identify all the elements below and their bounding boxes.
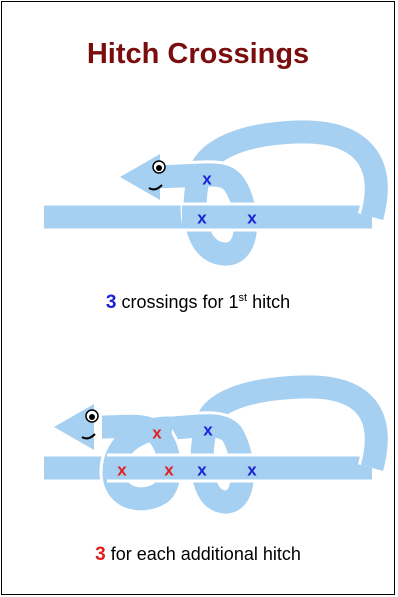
crossing-mark-additional: x: [152, 424, 162, 443]
additional-hitch-rope: [44, 372, 391, 517]
page-title: Hitch Crossings: [86, 38, 310, 70]
first-hitch-rope: [44, 117, 391, 269]
additional-hitch-caption: 3 for each additional hitch: [2, 544, 394, 566]
first-hitch-diagram: x x x: [44, 117, 391, 269]
crossing-mark: x: [197, 461, 207, 480]
additional-hitch-diagram: x x x x x x: [44, 372, 391, 517]
arrow-head-face-icon: [54, 404, 99, 450]
crossing-mark-additional: x: [117, 461, 127, 480]
additional-hitch-count: 3: [95, 544, 106, 565]
crossing-mark: x: [247, 209, 257, 228]
crossing-mark: x: [247, 461, 257, 480]
additional-hitch-caption-text: for each additional hitch: [110, 544, 301, 564]
first-hitch-count: 3: [105, 292, 117, 313]
arrow-head-face-icon: [120, 154, 166, 200]
first-hitch-caption: 3 crossings for 1st hitch: [2, 292, 394, 314]
crossing-mark-additional: x: [164, 461, 174, 480]
crossing-mark: x: [197, 209, 207, 228]
crossing-mark: x: [202, 170, 212, 189]
first-hitch-caption-text-end: hitch: [252, 292, 291, 312]
crossing-mark: x: [203, 421, 213, 440]
first-hitch-caption-text: crossings for 1: [121, 292, 239, 312]
first-hitch-caption-superscript: st: [238, 292, 248, 304]
